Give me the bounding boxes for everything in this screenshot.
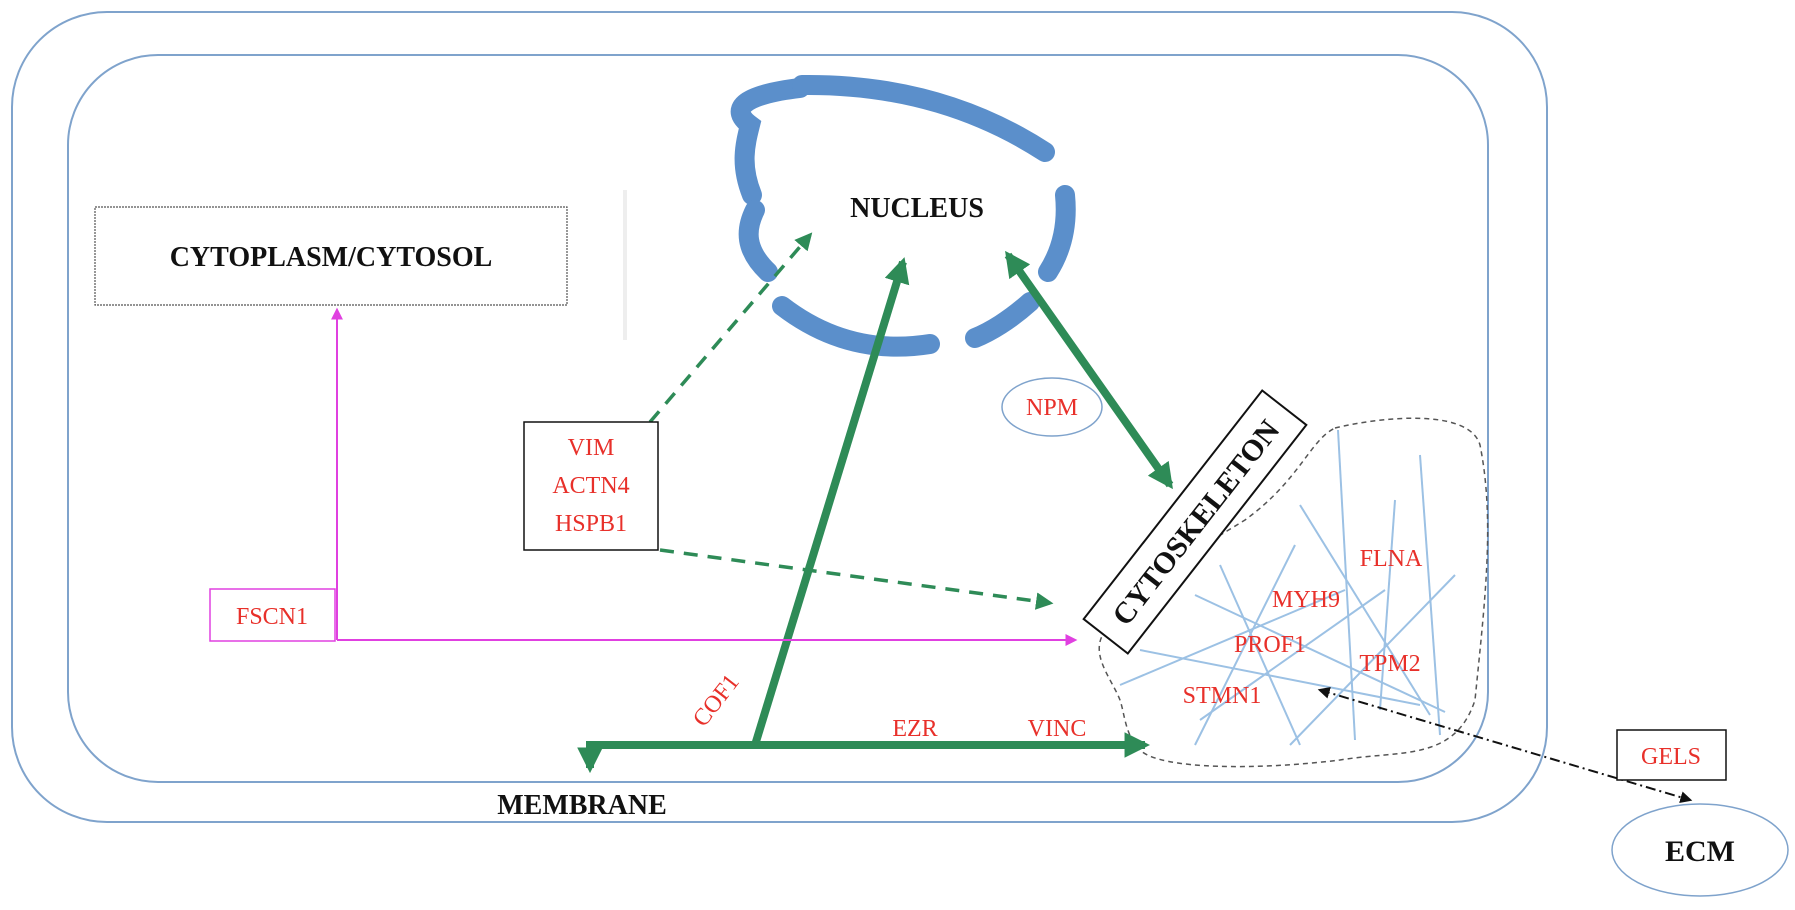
actn4-label: ACTN4 — [552, 473, 629, 499]
dashed-arrow-to-cytoskeleton — [659, 548, 1054, 610]
cytoplasm-label: CYTOPLASM/CYTOSOL — [170, 242, 493, 273]
fscn1-box — [209, 588, 336, 642]
ezr-label: EZR — [892, 716, 937, 742]
fscn1-label: FSCN1 — [236, 604, 308, 630]
gels-label: GELS — [1641, 744, 1701, 770]
arrow-nucleus-cytoskeleton — [1004, 250, 1174, 490]
myh9-label: MYH9 — [1272, 587, 1340, 613]
outer-membrane — [11, 11, 1548, 823]
vinc-label: VINC — [1028, 716, 1087, 742]
membrane-label: MEMBRANE — [497, 790, 667, 821]
vim-actn4-hspb1-box — [523, 421, 659, 551]
npm-label: NPM — [1026, 395, 1078, 421]
gels-box — [1616, 729, 1727, 781]
npm-ellipse — [1001, 377, 1103, 437]
vim-label: VIM — [568, 435, 615, 461]
ecm-label: ECM — [1665, 835, 1735, 868]
stmn1-label: STMN1 — [1183, 683, 1262, 709]
cytoplasm-box — [94, 206, 568, 306]
arrow-membrane-to-nucleus — [751, 257, 910, 747]
tpm2-label: TPM2 — [1359, 651, 1420, 677]
hspb1-label: HSPB1 — [555, 511, 627, 537]
gels-ecm-arrow — [1317, 686, 1693, 804]
nucleus-label: NUCLEUS — [850, 193, 984, 224]
prof1-label: PROF1 — [1234, 632, 1306, 658]
flna-label: FLNA — [1360, 546, 1423, 572]
cytoskeleton-box: CYTOSKELETON — [1082, 389, 1308, 655]
dashed-arrow-to-nucleus — [648, 232, 813, 424]
cytoskeleton-label: CYTOSKELETON — [1106, 414, 1287, 632]
inner-membrane — [67, 54, 1489, 783]
ecm-ellipse — [1611, 803, 1789, 897]
cof1-label: COF1 — [688, 670, 745, 732]
